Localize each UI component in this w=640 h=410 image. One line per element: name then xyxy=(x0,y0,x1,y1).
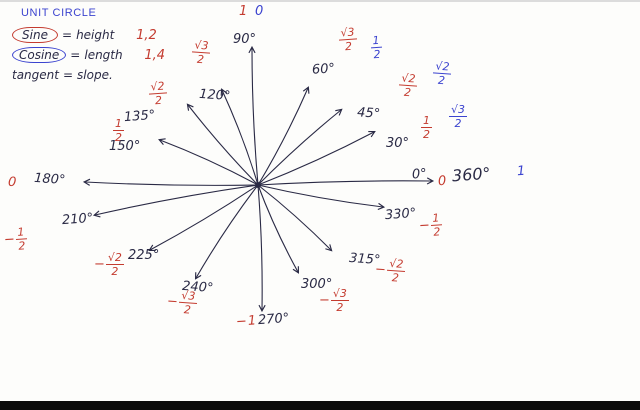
ray-60 xyxy=(257,86,310,186)
cosine-value-90: 0 xyxy=(255,4,264,19)
tangent-term: tangent xyxy=(12,68,59,82)
angle-label-270: 270° xyxy=(257,310,290,329)
ray-150 xyxy=(158,138,259,186)
angle-label-210: 210° xyxy=(61,210,94,229)
legend-notes: Sine = height 1,2 Cosine = length 1,4 ta… xyxy=(12,25,165,85)
equals-sign: = xyxy=(70,48,81,62)
tangent-definition: slope. xyxy=(77,68,113,82)
bottom-bar xyxy=(0,401,640,410)
ray-0 xyxy=(257,177,435,186)
circle-center-point xyxy=(255,182,261,188)
angle-label-330: 330° xyxy=(384,205,417,224)
sine-value-90: 1 xyxy=(239,4,248,19)
top-border xyxy=(0,0,640,2)
legend-row-cosine: Cosine = length 1,4 xyxy=(12,45,165,65)
angle-label-225: 225° xyxy=(128,248,160,263)
ray-300 xyxy=(257,184,300,274)
cosine-definition: length xyxy=(84,48,123,62)
ray-330 xyxy=(257,184,386,211)
ray-120 xyxy=(220,88,259,186)
equals-sign: = xyxy=(62,68,74,82)
angle-label-45: 45° xyxy=(356,105,381,122)
legend-row-sine: Sine = height 1,2 xyxy=(12,25,165,45)
ray-135 xyxy=(186,103,259,186)
angle-label-180: 180° xyxy=(33,170,66,189)
ray-45 xyxy=(257,108,343,186)
sine-term: Sine xyxy=(12,27,58,43)
sine-definition: height xyxy=(76,28,115,42)
cosine-coords-note: 1,4 xyxy=(144,47,166,63)
angle-label-150: 150° xyxy=(109,139,141,154)
sine-coords-note: 1,2 xyxy=(136,27,157,43)
angle-label-300: 300° xyxy=(301,277,333,292)
ray-240 xyxy=(194,184,259,280)
ray-225 xyxy=(148,184,259,251)
equals-sign: = xyxy=(62,28,73,42)
ray-180 xyxy=(82,178,259,186)
legend-row-tangent: tangent = slope. xyxy=(12,65,165,85)
ray-90 xyxy=(248,45,259,186)
angle-label-60: 60° xyxy=(311,61,336,78)
cosine-term: Cosine xyxy=(12,47,67,63)
angle-label-120: 120° xyxy=(198,86,231,105)
angle-label-135: 135° xyxy=(123,107,156,126)
angle-label-30: 30° xyxy=(386,136,410,151)
sine-value-270: −1 xyxy=(235,313,257,330)
angle-label-0: 0° xyxy=(411,166,428,183)
cosine-value-0: 1 xyxy=(516,163,526,180)
ray-270 xyxy=(257,184,266,313)
ray-30 xyxy=(257,130,376,186)
page-title: UNIT CIRCLE xyxy=(21,7,97,19)
angle-label-alt-0: 360° xyxy=(451,163,492,186)
angle-label-90: 90° xyxy=(233,32,257,47)
sine-value-0: 0 xyxy=(437,173,447,190)
ray-210 xyxy=(92,184,259,218)
sine-value-180: 0 xyxy=(7,174,17,191)
ray-315 xyxy=(257,184,333,252)
